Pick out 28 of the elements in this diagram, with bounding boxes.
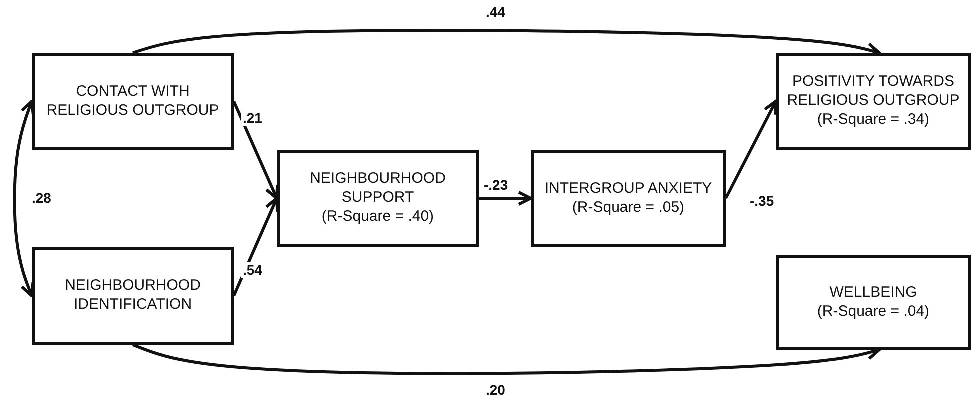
path-coefficient: -.23 [482, 177, 510, 193]
path-coefficient: .20 [484, 382, 508, 398]
variable-box [32, 247, 234, 345]
variable-name: INTERGROUP ANXIETY [544, 180, 712, 198]
r-square-value: (R-Square = .40) [322, 208, 434, 227]
variable-box [776, 53, 971, 150]
r-square-value: (R-Square = .34) [817, 110, 930, 130]
variable-name: NEIGHBOURHOOD IDENTIFICATION [64, 277, 202, 315]
variable-box [32, 53, 234, 150]
variable-box [277, 150, 479, 247]
variable-name: NEIGHBOURHOOD SUPPORT [309, 170, 447, 208]
r-square-value: (R-Square = .05) [572, 198, 685, 218]
path-coefficient: .21 [241, 110, 264, 126]
variable-box [776, 255, 971, 350]
path-coefficient: .28 [30, 190, 54, 206]
arrow [479, 191, 532, 206]
path-coefficient: -.35 [748, 193, 776, 209]
variable-name: WELLBEING [830, 284, 918, 302]
r-square-value: (R-Square = .04) [817, 302, 930, 322]
variable-name: POSITIVITY TOWARDS RELIGIOUS OUTGROUP [786, 73, 961, 111]
arrow [724, 100, 778, 200]
variable-box [531, 150, 726, 247]
arrow [132, 344, 881, 376]
path-coefficient: .54 [241, 262, 264, 278]
arrow [232, 197, 280, 297]
path-coefficient: .44 [484, 4, 508, 20]
variable-name: CONTACT WITH RELIGIOUS OUTGROUP [46, 82, 220, 120]
arrow [232, 100, 280, 200]
